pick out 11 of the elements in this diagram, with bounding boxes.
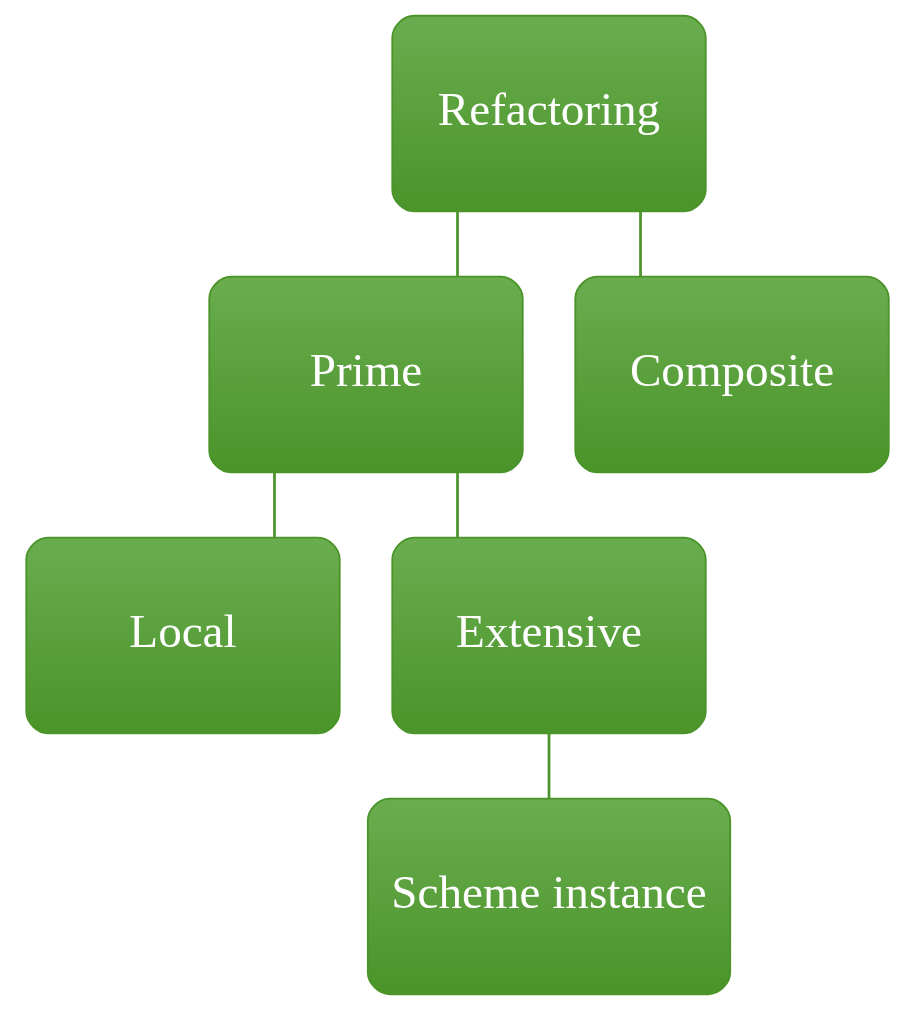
- node-box: Prime: [207, 275, 524, 474]
- node-box: Scheme instance: [366, 797, 731, 996]
- connector: [638, 211, 642, 277]
- node-box: Extensive: [390, 536, 707, 735]
- connector: [547, 733, 550, 798]
- node-box: Local: [24, 536, 341, 735]
- connector: [455, 472, 459, 537]
- node-box: Refactoring: [390, 14, 707, 213]
- node-box: Composite: [573, 275, 890, 474]
- connector: [455, 211, 459, 277]
- connector: [272, 472, 276, 537]
